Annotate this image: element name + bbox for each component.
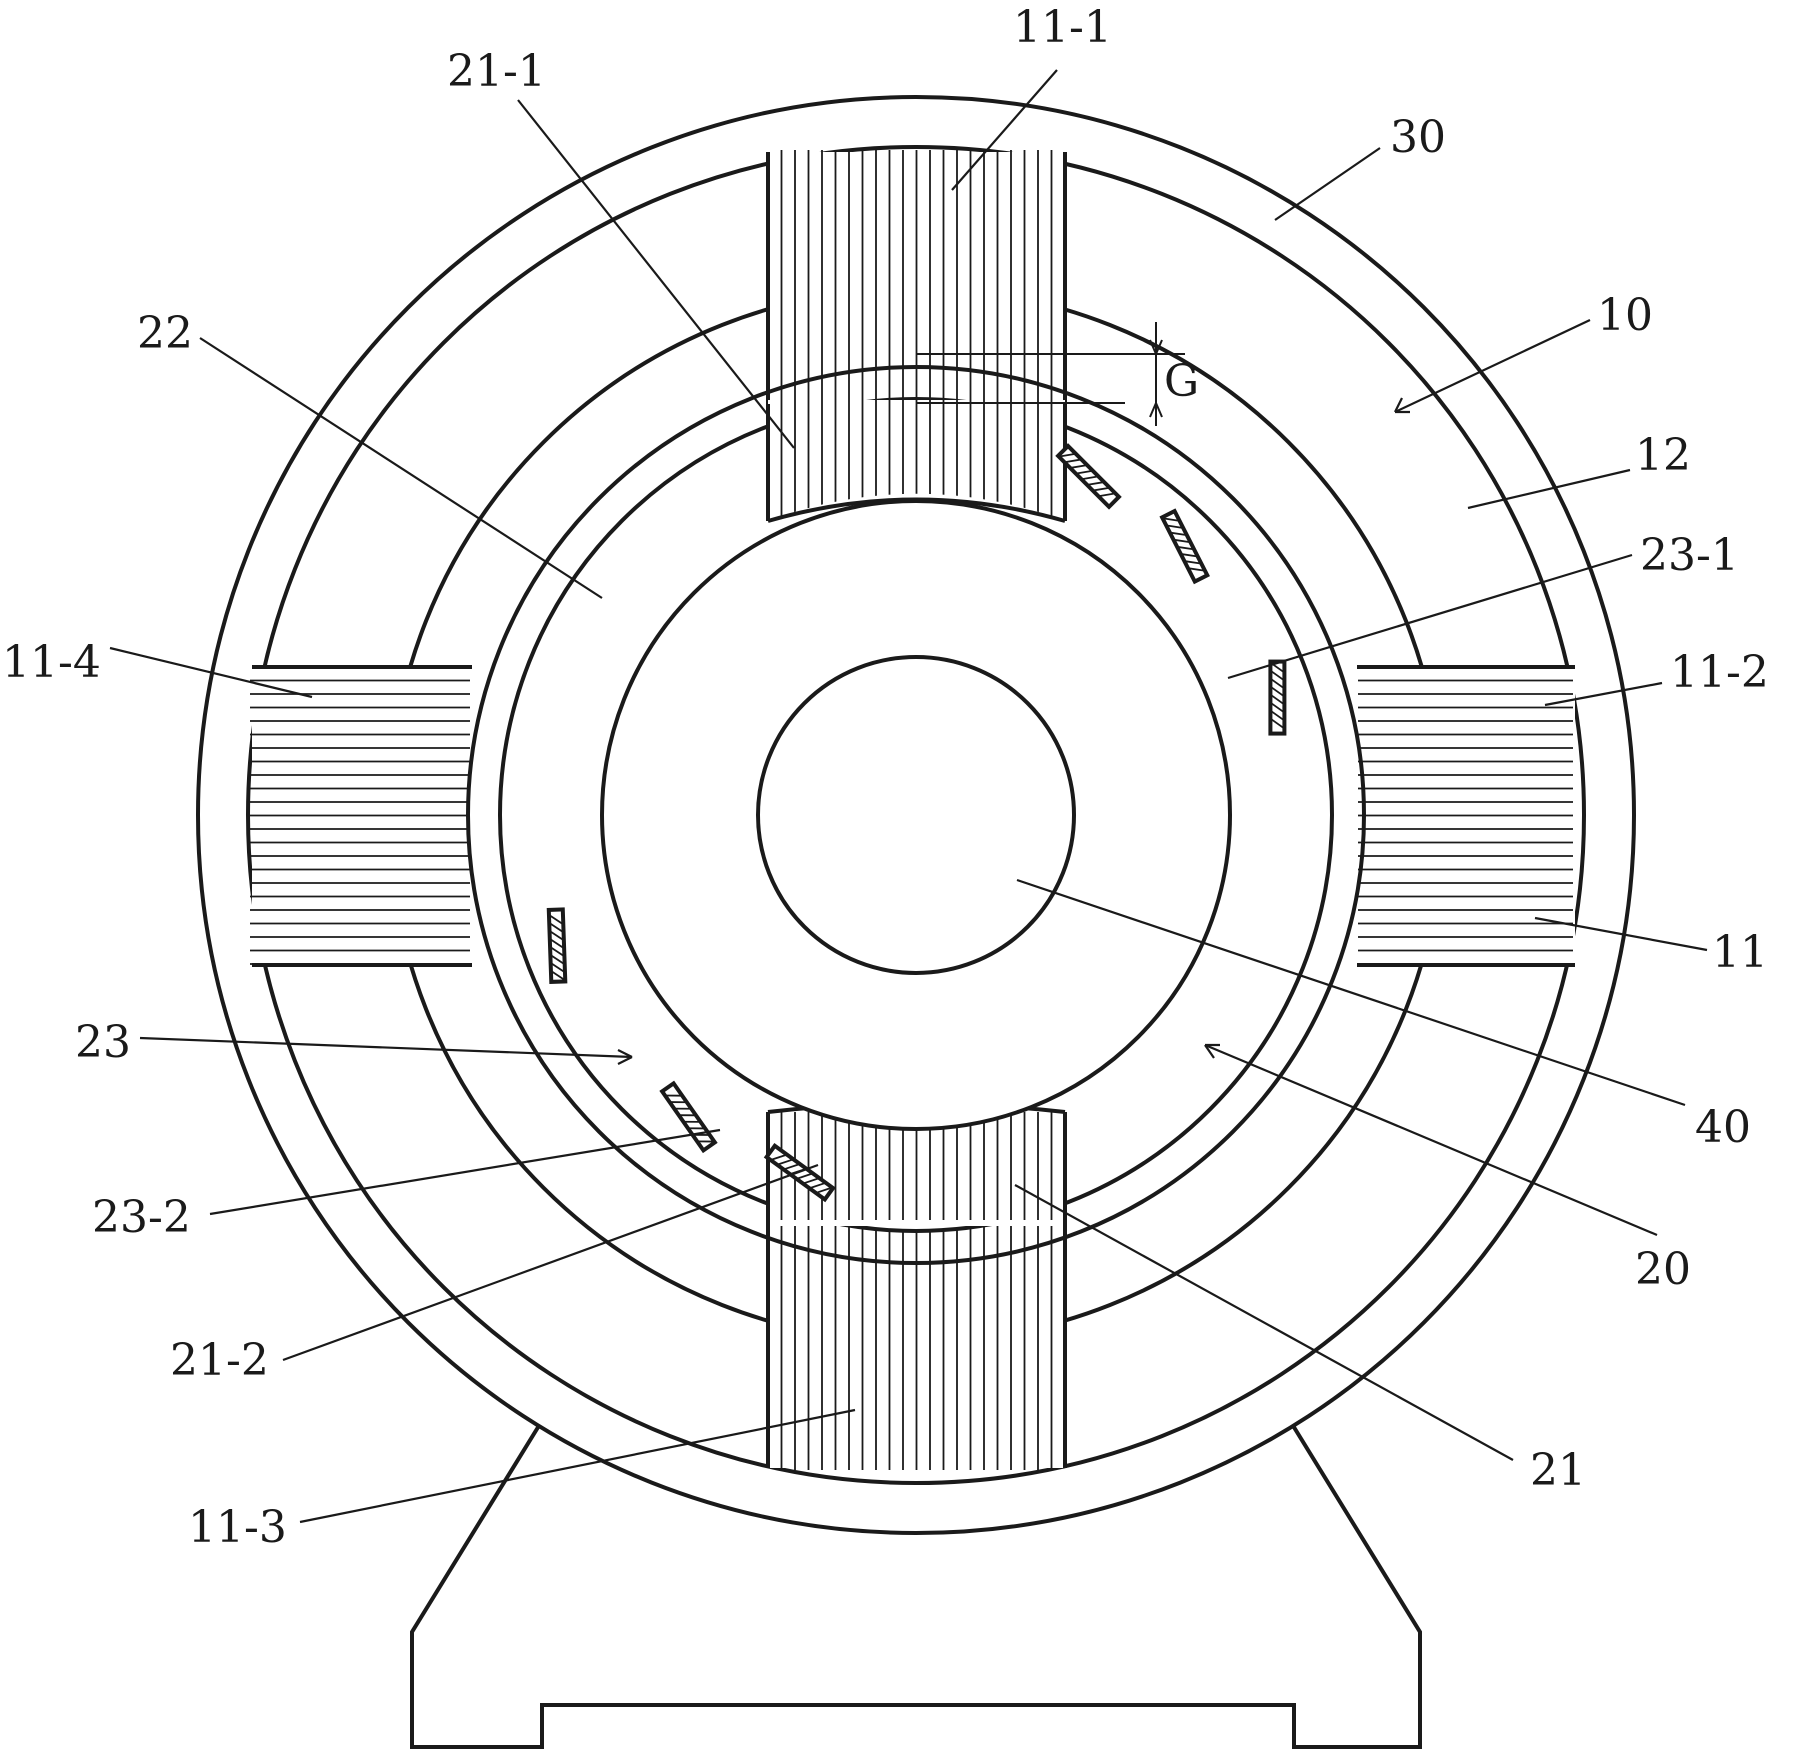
- damper-bar: [1159, 508, 1210, 585]
- stator-pole-right: [1357, 665, 1575, 967]
- label-11-1: 11-1: [1013, 2, 1112, 53]
- label-12: 12: [1635, 430, 1691, 481]
- damper-bar: [546, 907, 568, 984]
- stator-pole-left: [250, 665, 472, 967]
- label-11-4: 11-4: [2, 637, 101, 688]
- label-23-2: 23-2: [92, 1192, 191, 1243]
- label-11-2: 11-2: [1670, 647, 1769, 698]
- label-21: 21: [1530, 1445, 1586, 1496]
- label-21-2: 21-2: [170, 1335, 269, 1386]
- label-40: 40: [1695, 1102, 1751, 1153]
- damper-bar: [1268, 659, 1287, 736]
- damper-bar: [1055, 443, 1122, 510]
- label-23: 23: [75, 1017, 131, 1068]
- label-23-1: 23-1: [1640, 530, 1739, 581]
- stator-bore-circle: [466, 365, 1366, 1265]
- label-10: 10: [1597, 290, 1653, 341]
- label-22: 22: [137, 308, 193, 359]
- labels: 11-1 21-1 30 22 10 12 23-1 11-4 11-2 11 …: [2, 2, 1769, 1553]
- motor-base: [410, 1422, 1422, 1749]
- label-20: 20: [1635, 1244, 1691, 1295]
- label-G: G: [1164, 356, 1199, 407]
- label-21-1: 21-1: [447, 46, 546, 97]
- leader-lines: [109, 69, 1708, 1524]
- label-11-3: 11-3: [188, 1502, 287, 1553]
- gap-dimension: [916, 322, 1185, 426]
- label-11: 11: [1712, 927, 1768, 978]
- shaft-circle: [756, 655, 1076, 975]
- label-30: 30: [1390, 112, 1446, 163]
